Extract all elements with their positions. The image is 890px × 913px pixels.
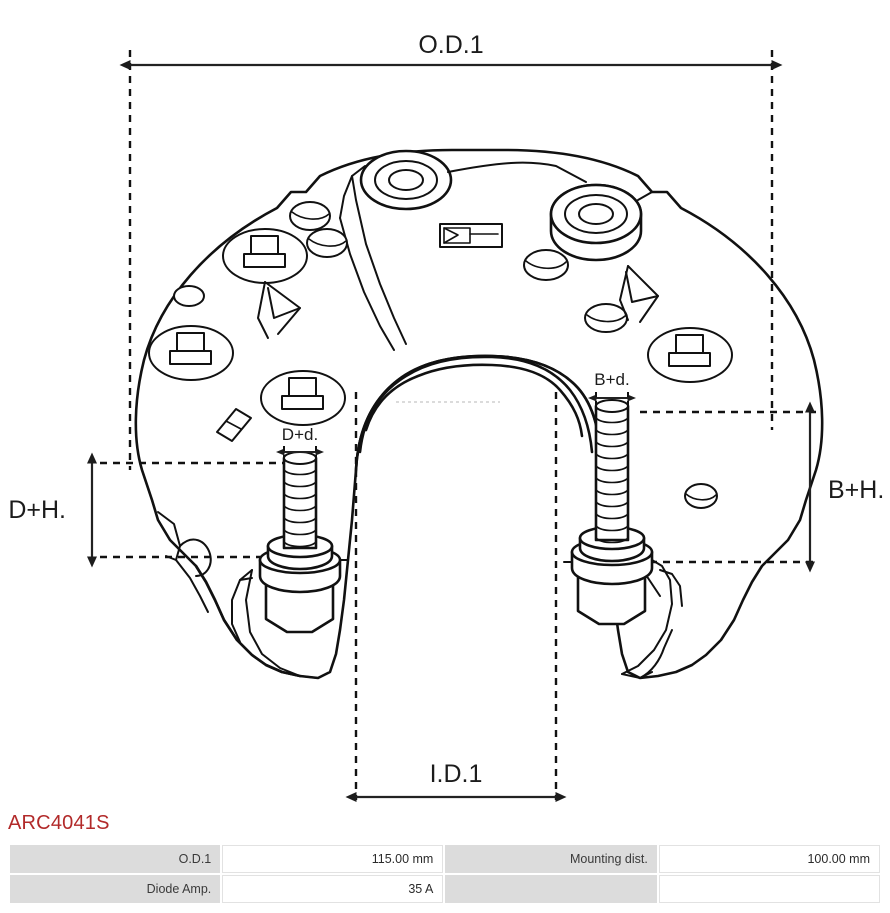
specification-table: O.D.1 115.00 mm Mounting dist. 100.00 mm… xyxy=(8,843,882,905)
vent-holes xyxy=(173,201,718,509)
diode-mid-left xyxy=(148,325,234,381)
spec-value-empty xyxy=(658,875,880,903)
angled-slot xyxy=(216,408,252,442)
spec-value-od1: 115.00 mm xyxy=(222,845,444,873)
table-row: O.D.1 115.00 mm Mounting dist. 100.00 mm xyxy=(10,845,880,873)
dimension-d-plus-h: D+H. xyxy=(8,452,97,568)
part-number-title: ARC4041S xyxy=(8,812,110,834)
d-plus-terminal xyxy=(231,451,349,679)
diode-top-left xyxy=(222,228,308,284)
diode-bottom-left xyxy=(260,370,346,426)
polarity-arrow-left xyxy=(257,281,301,339)
dimension-id1-label: I.D.1 xyxy=(430,760,483,788)
dimension-b-plus-h: B+H. xyxy=(805,401,884,573)
dimension-b-plus-d-label: B+d. xyxy=(594,370,629,389)
dimension-b-plus-h-label: B+H. xyxy=(828,476,884,504)
mounting-boss-left xyxy=(359,149,453,211)
spec-value-diode-amp: 35 A xyxy=(222,875,444,903)
diode-right xyxy=(647,327,733,383)
spec-label-diode-amp: Diode Amp. xyxy=(10,875,221,903)
technical-drawing: .ln{fill:none;stroke:#111;stroke-width:2… xyxy=(8,31,884,802)
dimension-id1: I.D.1 xyxy=(345,760,567,802)
id-plate-marking xyxy=(439,223,503,248)
dimension-od1-label: O.D.1 xyxy=(418,31,483,59)
dimension-d-plus-h-label: D+H. xyxy=(8,496,66,524)
rectifier-drawing-svg: .ln{fill:none;stroke:#111;stroke-width:2… xyxy=(8,31,884,802)
mounting-boss-right xyxy=(549,183,643,262)
table-row: Diode Amp. 35 A xyxy=(10,875,880,903)
b-plus-terminal xyxy=(563,399,683,679)
polarity-arrow-right xyxy=(619,265,659,323)
spec-label-mounting-dist: Mounting dist. xyxy=(445,845,657,873)
dimension-od1: O.D.1 xyxy=(119,31,783,70)
extension-lines xyxy=(100,50,818,800)
dimension-d-plus-d-label: D+d. xyxy=(282,425,318,444)
spec-label-empty xyxy=(445,875,657,903)
spec-label-od1: O.D.1 xyxy=(10,845,221,873)
dimension-b-plus-d: B+d. xyxy=(588,370,636,410)
center-hub xyxy=(354,354,604,472)
spec-value-mounting-dist: 100.00 mm xyxy=(658,845,880,873)
dimension-d-plus-d: D+d. xyxy=(276,425,324,462)
